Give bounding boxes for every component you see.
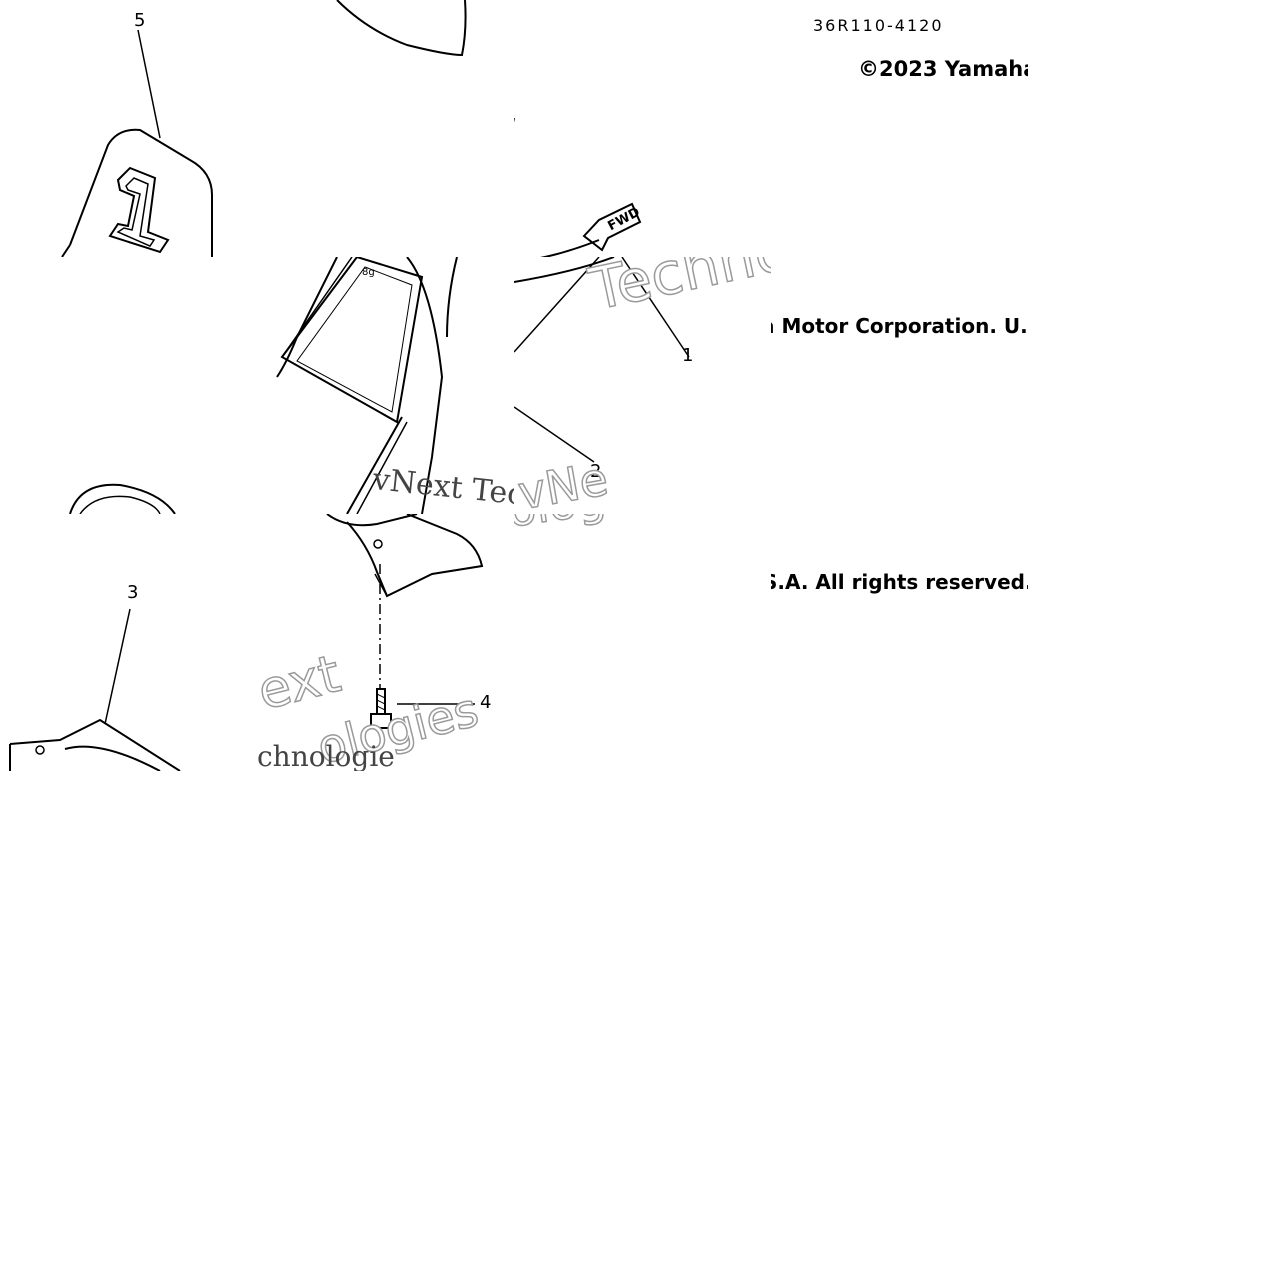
- copyright-part-3: S.A. All rights reserved.: [771, 570, 1028, 594]
- watermark-ologies: ologies: [514, 514, 674, 538]
- tile-copyright-3: S.A. All rights reserved.: [771, 514, 1028, 771]
- side-fender-drawing: [9, 608, 181, 771]
- side-fender-top-drawing: [69, 483, 176, 514]
- tile-watermark: ologies: [514, 514, 771, 771]
- fender-top-drawing: [336, 0, 467, 57]
- tile-fender-fwd: FWD: [514, 0, 771, 257]
- fender-fwd-drawing: [514, 118, 642, 257]
- bracket-drawing: [326, 514, 484, 729]
- tile-fwd-decal: 1 2 Techno vNe: [514, 257, 771, 514]
- callout-2: 2: [590, 461, 602, 482]
- tile-side-fender: 3: [0, 514, 257, 771]
- part-number: 36R110-4120: [813, 16, 944, 35]
- tile-fender-top: [257, 0, 514, 257]
- callout-4: 4: [480, 692, 492, 713]
- tile-copyright-2: a Motor Corporation. U.S: [771, 257, 1028, 514]
- tile-side-fender-top: [0, 257, 257, 514]
- callout-1: 1: [682, 345, 694, 366]
- copyright-part-2: a Motor Corporation. U.S: [771, 314, 1028, 338]
- fwd-decal-drawing: [514, 257, 690, 463]
- callout-3: 3: [127, 582, 139, 603]
- copyright-part-1: ©2023 Yamaha: [858, 57, 1028, 81]
- watermark-serif-2: chnologie: [257, 740, 395, 771]
- tile-front-fender: 8g vNext Tec: [257, 257, 514, 514]
- front-fender-drawing: 8g: [276, 257, 458, 514]
- tile-number-plate: 5: [0, 0, 257, 257]
- tile-copyright: 36R110-4120 ©2023 Yamaha: [771, 0, 1028, 257]
- callout-5: 5: [134, 10, 146, 31]
- fwd-arrow-icon: [582, 202, 642, 252]
- number-plate-drawing: [61, 29, 213, 257]
- svg-text:8g: 8g: [362, 267, 375, 278]
- tile-bracket: 4 ext ologies chnologie: [257, 514, 514, 771]
- bolt-4-icon: [370, 688, 392, 729]
